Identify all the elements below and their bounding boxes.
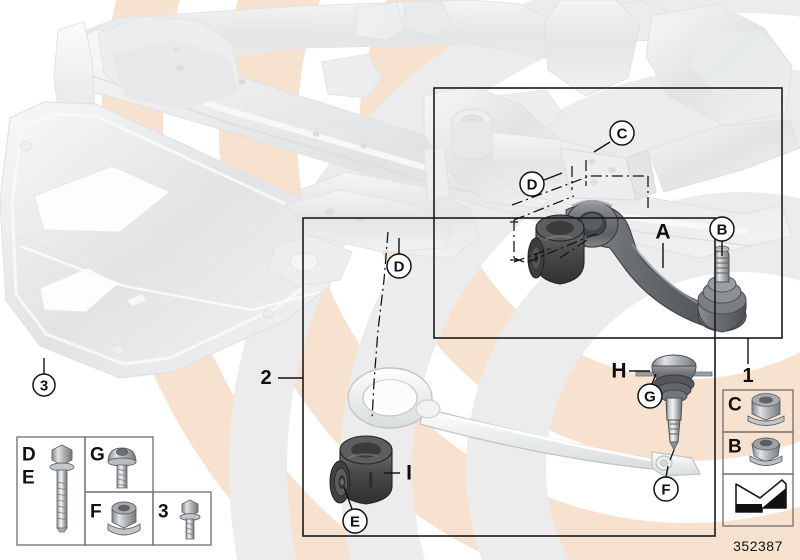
pan-head-torx-screw-icon [107, 447, 137, 489]
leader-line-c [593, 141, 611, 153]
assembly-box-2[interactable] [302, 217, 716, 537]
centerline-joint-to-strut [669, 449, 675, 461]
hex-flange-bolt-short-icon [179, 499, 201, 540]
callout-label-b: B [717, 222, 728, 239]
ball-joint-part-g-h [635, 354, 713, 451]
leader-line-e [343, 486, 353, 510]
block-arrow-down-left-icon [735, 479, 787, 513]
hex-flange-bolt-long-icon [49, 444, 75, 533]
callout-label-3: 3 [40, 378, 48, 395]
leader-line-d [543, 172, 563, 181]
callout-label-i: I [406, 462, 412, 485]
hex-flange-nut-c-icon [747, 393, 785, 426]
assembly-label-1: 1 [742, 365, 753, 387]
legend-box-arrow[interactable] [722, 473, 794, 527]
legend-label-c: C [728, 395, 742, 416]
legend-label-3: 3 [158, 502, 169, 523]
callout-label-h: H [611, 360, 626, 383]
assembly-dashdot-bracket-1 [510, 160, 649, 263]
legend-label-f: F [90, 502, 102, 523]
hex-flange-nut-icon [107, 501, 141, 536]
centerline-strut-vertical [371, 231, 389, 421]
leader-line-g [651, 373, 657, 385]
callout-circle-3[interactable] [32, 373, 56, 397]
callout-label-d: D [527, 177, 538, 194]
tension-strut-part [347, 367, 702, 477]
bushing-part-e-i [329, 435, 393, 505]
hex-lock-nut-b-icon [749, 437, 783, 466]
callout-label-e: E [350, 514, 360, 531]
callout-label-d2: D [394, 259, 405, 276]
callout-circle-e[interactable] [342, 508, 368, 534]
fastener-legend-left: D E G [16, 436, 212, 546]
legend-label-b: B [728, 437, 742, 458]
callout-label-a: A [655, 221, 670, 244]
callout-label-g: G [644, 389, 656, 406]
callout-circle-d[interactable] [519, 171, 545, 197]
leader-line-f [665, 465, 669, 478]
legend-label-g: G [90, 445, 105, 466]
subframe-ghost-box2-top [267, 189, 453, 287]
legend-box-3[interactable] [152, 491, 212, 546]
callout-circle-c[interactable] [609, 120, 635, 146]
underbody-shield-ghost [0, 101, 333, 379]
fastener-legend-right: C B 352387 [722, 389, 794, 554]
part-number: 352387 [733, 538, 783, 554]
legend-label-e: E [22, 468, 35, 489]
legend-label-d: D [22, 445, 36, 466]
assembly-label-2: 2 [260, 367, 271, 389]
callout-label-f: F [661, 482, 670, 499]
assembly-box-1[interactable] [433, 87, 783, 339]
centerline-bushing-arm [527, 231, 601, 263]
callout-circle-g[interactable] [637, 383, 663, 409]
callout-label-c: C [617, 126, 628, 143]
